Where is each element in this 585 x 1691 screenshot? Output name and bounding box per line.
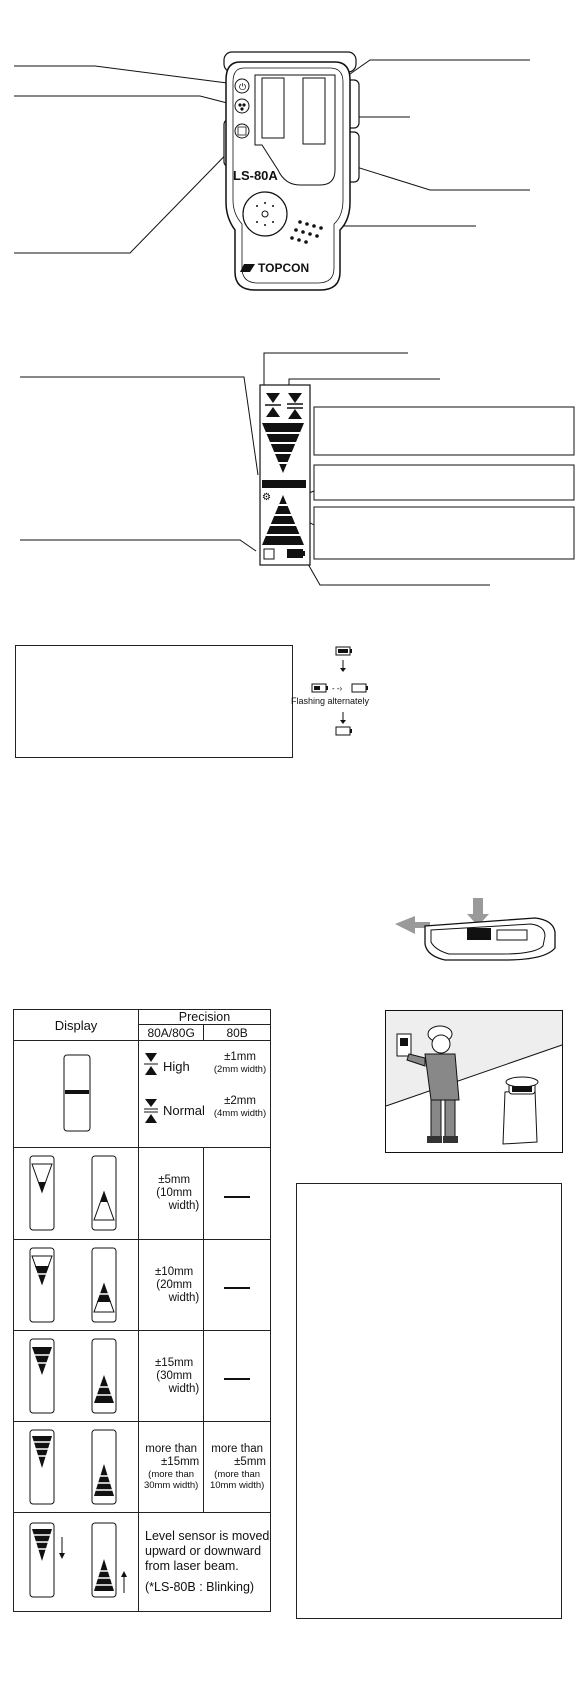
- high-label: High: [163, 1059, 190, 1074]
- display-row-5mm: [13, 1147, 139, 1240]
- svg-text:- -›: - -›: [332, 684, 343, 693]
- display-center-cell: [13, 1040, 139, 1148]
- row-moved-text: Level sensor is moved upward or downward…: [138, 1512, 271, 1612]
- header-precision: Precision: [138, 1009, 271, 1025]
- down-arrow-icon: [59, 1553, 65, 1559]
- header-80a: 80A/80G: [137, 1024, 205, 1041]
- normal-width: (4mm width): [213, 1108, 267, 1119]
- brand-logo: TOPCON: [258, 261, 309, 275]
- high-value: ±1mm: [224, 1051, 256, 1063]
- high-width: (2mm width): [213, 1064, 267, 1075]
- display-row-10mm: [13, 1239, 139, 1331]
- row-15mm-80a: ±15mm (30mm width): [137, 1330, 205, 1422]
- device-illustration: ⏻ LS-80A TOPCON: [14, 51, 530, 291]
- row-10mm-80a: ±10mm (20mm width): [137, 1239, 205, 1331]
- press-arrow-icon: [467, 914, 489, 926]
- power-icon: ⏻: [239, 82, 246, 92]
- battery-cover-illustration: [395, 898, 556, 961]
- note-box: [296, 1183, 562, 1619]
- row-15mm-80b: [203, 1330, 271, 1422]
- display-row-15mm: [13, 1330, 139, 1422]
- model-label: LS-80A: [233, 168, 278, 183]
- display-row-moved: [13, 1512, 139, 1612]
- row-5mm-80b: [203, 1147, 271, 1240]
- header-80b: 80B: [203, 1024, 271, 1041]
- row-5mm-80a: ±5mm (10mm width): [137, 1147, 205, 1240]
- center-precision-cell: High ±1mm (2mm width) Normal ±2mm (4mm w…: [138, 1040, 271, 1148]
- row-more-80a: more than ±15mm (more than 30mm width): [137, 1421, 205, 1513]
- worker-illustration: [385, 1010, 563, 1153]
- header-display: Display: [13, 1009, 139, 1041]
- row-more-80b: more than ±5mm (more than 10mm width): [203, 1421, 271, 1513]
- battery-states-diagram: - -›: [311, 646, 368, 736]
- row-10mm-80b: [203, 1239, 271, 1331]
- precision-table: Display Precision 80A/80G 80B High ±1mm: [13, 1009, 271, 1612]
- svg-text:⚙: ⚙: [262, 492, 271, 503]
- display-panel-diagram: ⚙: [20, 352, 575, 586]
- normal-label: Normal: [163, 1103, 205, 1118]
- flashing-label: Flashing alternately: [291, 696, 370, 706]
- slide-arrow-icon: [395, 916, 430, 934]
- up-arrow-icon: [121, 1571, 127, 1577]
- speaker-grille: [290, 220, 323, 244]
- display-row-more: [13, 1421, 139, 1513]
- battery-note-box: [15, 645, 293, 758]
- normal-value: ±2mm: [224, 1095, 256, 1107]
